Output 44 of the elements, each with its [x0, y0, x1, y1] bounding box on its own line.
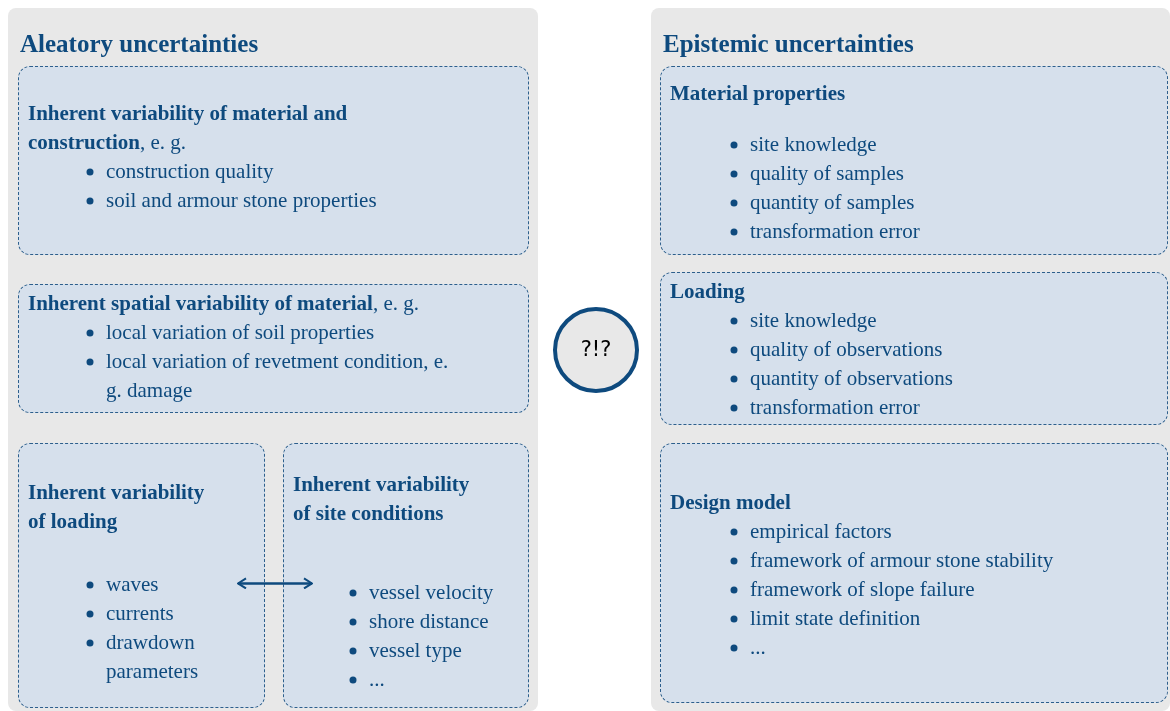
- box-heading: Design model: [670, 489, 792, 516]
- bullet-text: quality of samples: [750, 160, 904, 187]
- bullet-text: waves: [106, 571, 159, 598]
- box-heading: Inherent spatial variability of material, e. g.: [28, 290, 420, 317]
- bullet-text: ...: [750, 634, 766, 661]
- panel-title: Aleatory uncertainties: [20, 29, 259, 59]
- bullet-text: local variation of revetment condition, e. g. damage: [106, 348, 450, 404]
- bullet-text: local variation of soil properties: [106, 319, 375, 346]
- box-heading: Loading: [670, 278, 746, 305]
- bullet-text: transformation error: [750, 218, 920, 245]
- panel-background: [8, 8, 538, 711]
- bullet-text: vessel velocity: [369, 579, 494, 606]
- bullet-text: limit state definition: [750, 605, 921, 632]
- bullet-text: site knowledge: [750, 131, 877, 158]
- bullet-text: drawdown parameters: [106, 629, 200, 685]
- box-heading: Inherent variability of material and construction, e. g.: [28, 100, 349, 156]
- bullet-text: transformation error: [750, 394, 920, 421]
- box-heading: Material properties: [670, 80, 847, 107]
- box-heading: Inherent variability of loading: [28, 479, 206, 535]
- bullet-text: framework of slope failure: [750, 576, 975, 603]
- bullet-text: site knowledge: [750, 307, 877, 334]
- dashed-box: [283, 443, 529, 708]
- bullet-text: construction quality: [106, 158, 274, 185]
- bullet-text: soil and armour stone properties: [106, 187, 377, 214]
- bullet-text: quantity of samples: [750, 189, 915, 216]
- panel-title: Epistemic uncertainties: [663, 29, 914, 59]
- dashed-box: [660, 443, 1168, 703]
- bullet-text: shore distance: [369, 608, 489, 635]
- dashed-box: [18, 443, 265, 708]
- dashed-box: [660, 272, 1168, 425]
- double-arrow: [237, 577, 313, 590]
- bullet-text: quantity of observations: [750, 365, 953, 392]
- bullet-text: framework of armour stone stability: [750, 547, 1054, 574]
- box-heading: Inherent variability of site conditions: [293, 471, 471, 527]
- circle-label: ?!?: [580, 336, 612, 364]
- bullet-text: quality of observations: [750, 336, 943, 363]
- bullet-text: ...: [369, 666, 385, 693]
- bullet-text: currents: [106, 600, 174, 627]
- bullet-text: vessel type: [369, 637, 462, 664]
- dashed-box: [18, 66, 529, 255]
- dashed-box: [660, 66, 1168, 255]
- bullet-text: empirical factors: [750, 518, 892, 545]
- dashed-box: [18, 284, 529, 413]
- panel-background: [651, 8, 1170, 711]
